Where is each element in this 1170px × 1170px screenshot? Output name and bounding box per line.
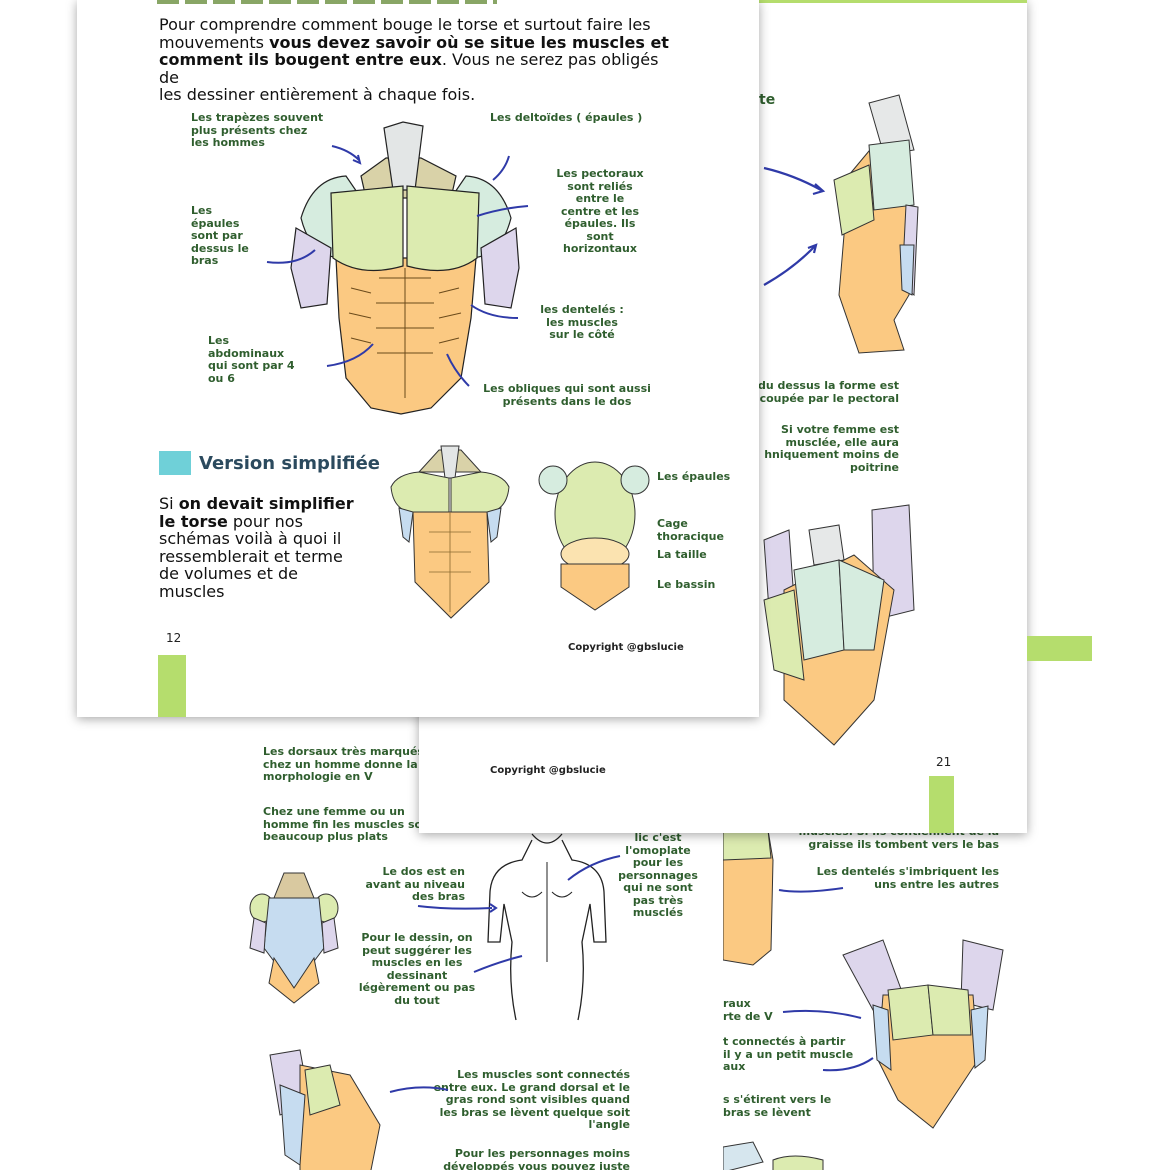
- label-moins-dev: Pour les personnages moins développés vo…: [443, 1147, 630, 1170]
- page-tab: [158, 655, 186, 717]
- label-epaules: Les épaules sont par dessus le bras: [191, 204, 249, 267]
- simplified-text: schémas voilà à quoi il: [159, 529, 342, 548]
- front-torso-illustration: [763, 504, 915, 746]
- top-accent-bar: [759, 0, 1027, 3]
- simplified-bold: le torse: [159, 511, 228, 531]
- simple-label-bassin: Le bassin: [657, 578, 716, 591]
- page-tab: [929, 776, 954, 833]
- label-connectes: Les muscles sont connectés entre eux. Le…: [433, 1068, 630, 1131]
- right-bottom-page: muscles. Si ils contiennent de la graiss…: [723, 830, 1043, 1170]
- arrow-icon: [389, 855, 621, 1093]
- arrow-icon: [763, 166, 826, 286]
- page-number: 21: [936, 755, 952, 769]
- simple-label-cage: Cage thoracique: [657, 517, 724, 543]
- simple-label-taille: La taille: [657, 548, 707, 561]
- simplified-text: Si: [159, 494, 179, 513]
- back-muscle-illustration: [249, 872, 339, 1004]
- side-torso-illustration: [723, 830, 774, 966]
- simplified-text: muscles: [159, 581, 225, 601]
- label-etirent: s s'étirent vers le bras se lèvent: [723, 1093, 832, 1119]
- simplified-text: pour nos: [227, 511, 303, 531]
- label-forme-coupee: du dessus la forme est coupée par le pec…: [758, 379, 899, 405]
- section-title: Version simplifiée: [199, 452, 380, 474]
- label-suggerer: Pour le dessin, on peut suggérer les mus…: [358, 931, 476, 1007]
- intro-text: . Vous ne serez pas obligés de: [159, 50, 659, 87]
- simplified-torso-illustration: [390, 445, 510, 619]
- section-square-icon: [159, 451, 191, 475]
- volumes-illustration: [538, 461, 650, 611]
- label-dentels: les dentelés : les muscles sur le côté: [540, 303, 624, 341]
- label-connectes-partir: t connectés à partir il y a un petit mus…: [723, 1035, 854, 1073]
- intro-paragraph: Pour comprendre comment bouge le torse e…: [159, 16, 669, 104]
- side-accent-tab: [1027, 636, 1092, 661]
- back-lineart-illustration: [487, 833, 607, 1021]
- page-number: 12: [166, 631, 182, 645]
- intro-line-1: Pour comprendre comment bouge le torse e…: [159, 15, 651, 34]
- label-pectoraux: Les pectoraux sont reliés entre le centr…: [556, 167, 644, 255]
- label-obliques: Les obliques qui sont aussi présents dan…: [483, 382, 651, 408]
- side-torso-illustration: [833, 94, 919, 354]
- intro-text: mouvements: [159, 32, 270, 52]
- label-te: te: [759, 92, 776, 108]
- label-dorsaux: Les dorsaux très marqués chez un homme d…: [263, 745, 424, 783]
- section-heading: Version simplifiée: [159, 450, 380, 476]
- label-graisse: muscles. Si ils contiennent de la graiss…: [798, 830, 999, 851]
- intro-line-2: mouvements vous devez savoir où se situe…: [159, 32, 669, 52]
- copyright: Copyright @gbslucie: [490, 765, 606, 776]
- label-dos-avant: Le dos est en avant au niveau des bras: [365, 865, 465, 903]
- arrow-icon: [266, 145, 529, 387]
- label-abdominaux: Les abdominaux qui sont par 4 ou 6: [208, 334, 295, 385]
- simple-label-epaules: Les épaules: [657, 470, 731, 483]
- intro-bold: vous devez savoir où se situe les muscle…: [269, 32, 669, 52]
- label-trapezes: Les trapèzes souvent plus présents chez …: [191, 111, 324, 149]
- lifted-arm-illustration: [269, 1049, 381, 1170]
- label-dentels-imbriquent: Les dentelés s'imbriquent les uns entre …: [816, 865, 999, 891]
- intro-line-4: les dessiner entièrement à chaque fois.: [159, 85, 476, 104]
- arrow-icon: [778, 887, 874, 1072]
- label-raux: raux rte de V: [723, 997, 773, 1023]
- simplified-text: ressemblerait et terme: [159, 546, 343, 566]
- page-12: Pour comprendre comment bouge le torse e…: [77, 0, 759, 717]
- raised-arms-illustration: [842, 939, 1004, 1129]
- copyright: Copyright @gbslucie: [568, 642, 684, 653]
- title-fragment: [157, 0, 497, 4]
- label-omoplate: lic c'est l'omoplate pour les personnage…: [618, 831, 698, 919]
- label-femme-musclee: Si votre femme est musclée, elle aura hn…: [764, 423, 899, 474]
- simplified-bold: on devait simplifier: [178, 494, 354, 513]
- bottom-figure-fragment: [723, 1141, 824, 1170]
- simplified-text: de volumes et de: [159, 564, 298, 583]
- simplified-paragraph: Si on devait simplifier le torse pour no…: [159, 495, 359, 600]
- label-deltoides: Les deltoïdes ( épaules ): [490, 111, 643, 124]
- intro-bold: comment ils bougent entre eux: [159, 50, 442, 69]
- label-femme-fin: Chez une femme ou un homme fin les muscl…: [263, 805, 435, 843]
- intro-line-3: comment ils bougent entre eux. Vous ne s…: [159, 51, 669, 86]
- torso-muscle-illustration: [290, 121, 520, 415]
